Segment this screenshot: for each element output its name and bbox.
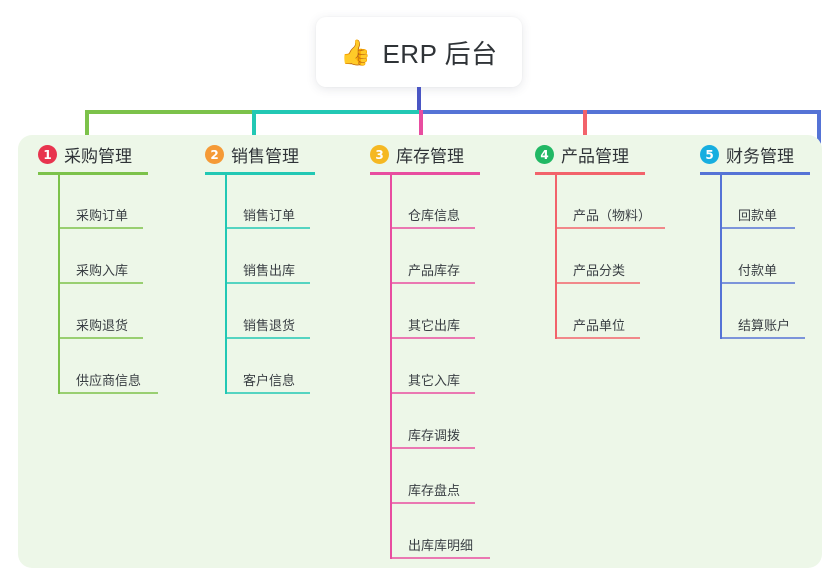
- branch-number-badge: 2: [205, 145, 224, 164]
- branch-title-label: 库存管理: [396, 147, 464, 166]
- branch-header-underline: [370, 172, 480, 175]
- branch-trunk-line: [58, 175, 60, 394]
- thumbs-up-icon: 👍: [340, 37, 372, 67]
- branch-trunk-line: [390, 175, 392, 559]
- leaf-node-underline: [390, 502, 475, 504]
- leaf-node-underline: [390, 557, 490, 559]
- leaf-node-label: 仓库信息: [408, 208, 461, 223]
- leaf-node-label: 产品库存: [408, 263, 461, 278]
- leaf-node-underline: [720, 227, 795, 229]
- leaf-node-label: 出库库明细: [408, 538, 474, 553]
- leaf-node-underline: [720, 282, 795, 284]
- leaf-node-underline: [390, 282, 475, 284]
- leaf-node-label: 库存调拨: [408, 428, 461, 443]
- branch-title-label: 产品管理: [561, 147, 629, 166]
- leaf-node-label: 结算账户: [738, 318, 791, 333]
- branch-trunk-line: [720, 175, 722, 339]
- leaf-node-underline: [390, 447, 475, 449]
- leaf-node-label: 回款单: [738, 208, 778, 223]
- leaf-node-underline: [555, 227, 665, 229]
- branch-header-underline: [38, 172, 148, 175]
- root-stem-connector: [417, 87, 421, 112]
- leaf-node-underline: [58, 337, 143, 339]
- leaf-node-underline: [390, 227, 475, 229]
- branch-header-库存管理[interactable]: 3 库存管理: [370, 142, 464, 167]
- branch-title-label: 采购管理: [64, 147, 132, 166]
- leaf-node-underline: [58, 282, 143, 284]
- leaf-node-underline: [555, 282, 640, 284]
- leaf-node-label: 销售订单: [243, 208, 296, 223]
- leaf-node-label: 采购入库: [76, 263, 129, 278]
- leaf-node-label: 销售出库: [243, 263, 296, 278]
- root-node-label: ERP 后台: [382, 38, 498, 69]
- leaf-node-label: 其它入库: [408, 373, 461, 388]
- leaf-node-label: 采购订单: [76, 208, 129, 223]
- leaf-node-underline: [225, 337, 310, 339]
- branch-title-label: 财务管理: [726, 147, 794, 166]
- leaf-node-underline: [555, 337, 640, 339]
- branches-panel: 1 采购管理采购订单采购入库采购退货供应商信息 2 销售管理销售订单销售出库销售退货客…: [18, 135, 822, 568]
- root-node-card[interactable]: 👍 ERP 后台: [316, 17, 522, 87]
- branch-header-产品管理[interactable]: 4 产品管理: [535, 142, 629, 167]
- branch-header-underline: [205, 172, 315, 175]
- leaf-node-underline: [58, 227, 143, 229]
- branch-number-badge: 1: [38, 145, 57, 164]
- leaf-node-label: 付款单: [738, 263, 778, 278]
- branch-header-财务管理[interactable]: 5 财务管理: [700, 142, 794, 167]
- leaf-node-underline: [390, 337, 475, 339]
- branch-number-badge: 4: [535, 145, 554, 164]
- branch-header-underline: [535, 172, 645, 175]
- branch-trunk-line: [555, 175, 557, 339]
- branch-number-badge: 3: [370, 145, 389, 164]
- leaf-node-underline: [225, 227, 310, 229]
- leaf-node-label: 产品（物料）: [573, 208, 652, 223]
- branch-trunk-line: [225, 175, 227, 394]
- leaf-node-label: 供应商信息: [76, 373, 142, 388]
- leaf-node-underline: [720, 337, 805, 339]
- leaf-node-label: 产品单位: [573, 318, 626, 333]
- branch-number-badge: 5: [700, 145, 719, 164]
- leaf-node-underline: [225, 282, 310, 284]
- leaf-node-underline: [225, 392, 310, 394]
- connector-bar-segment-1: [85, 110, 252, 114]
- connector-drop-5: [817, 110, 821, 160]
- leaf-node-label: 销售退货: [243, 318, 296, 333]
- leaf-node-label: 库存盘点: [408, 483, 461, 498]
- branch-header-销售管理[interactable]: 2 销售管理: [205, 142, 299, 167]
- leaf-node-label: 其它出库: [408, 318, 461, 333]
- leaf-node-label: 产品分类: [573, 263, 626, 278]
- connector-bar-segment-3: [419, 110, 817, 114]
- connector-bar-segment-2: [252, 110, 419, 114]
- leaf-node-underline: [390, 392, 475, 394]
- branch-title-label: 销售管理: [231, 147, 299, 166]
- leaf-node-underline: [58, 392, 158, 394]
- branch-header-underline: [700, 172, 810, 175]
- leaf-node-label: 采购退货: [76, 318, 129, 333]
- branch-header-采购管理[interactable]: 1 采购管理: [38, 142, 132, 167]
- leaf-node-label: 客户信息: [243, 373, 296, 388]
